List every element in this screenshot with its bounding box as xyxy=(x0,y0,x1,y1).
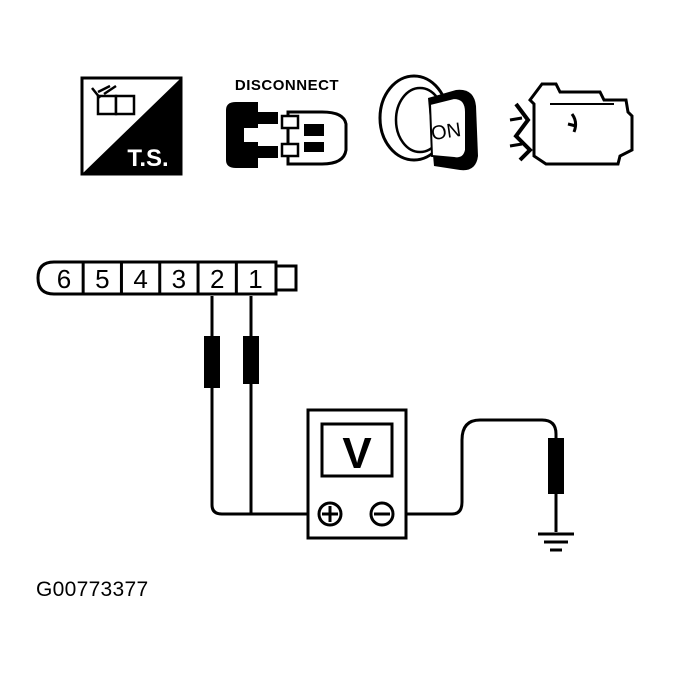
engine-icon xyxy=(509,82,634,166)
pin-label-3: 3 xyxy=(172,264,186,294)
ground-lead-wire xyxy=(392,418,558,530)
pin-label-4: 4 xyxy=(133,264,147,294)
probe-boot-pin-1 xyxy=(243,336,259,384)
test-switch-label: T.S. xyxy=(127,145,168,172)
pin-label-2: 2 xyxy=(210,264,224,294)
key-on-label: ON xyxy=(430,119,463,145)
voltmeter: V xyxy=(306,408,408,540)
voltmeter-label: V xyxy=(342,429,372,478)
figure-id: G00773377 xyxy=(36,578,149,601)
pin-label-6: 6 xyxy=(57,264,71,294)
ignition-key-on-icon: ON xyxy=(378,74,478,171)
probe-boot-ground xyxy=(548,438,564,494)
test-switch-icon: T.S. xyxy=(80,76,183,176)
negative-terminal-icon xyxy=(369,501,395,527)
pin-dividers xyxy=(81,262,278,294)
pin-label-1: 1 xyxy=(248,264,262,294)
lead-pin-2-wire xyxy=(210,296,316,516)
disconnect-label: DISCONNECT xyxy=(235,77,339,94)
probe-boot-pin-2 xyxy=(204,336,220,388)
test-leads xyxy=(210,296,558,530)
ground-symbol-icon xyxy=(538,494,574,552)
positive-terminal-icon xyxy=(317,501,343,527)
pin-label-5: 5 xyxy=(95,264,109,294)
disconnect-connector-icon: DISCONNECT xyxy=(226,77,348,168)
